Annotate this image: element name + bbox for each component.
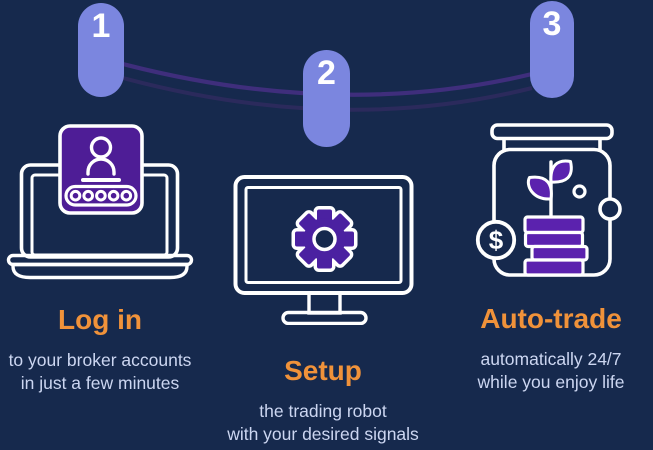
- step-3-description: automatically 24/7 while you enjoy life: [449, 348, 653, 393]
- monitor-frame-inner: [244, 186, 403, 284]
- step-3-number-badge: 3: [530, 1, 574, 98]
- savings-jar-icon: $: [475, 123, 622, 277]
- plant-leaf-left: [526, 175, 553, 201]
- monitor-stand-neck: [307, 291, 342, 315]
- gear-center-hole: [312, 226, 337, 252]
- dollar-sign: $: [489, 225, 504, 255]
- jar-neck: [502, 138, 602, 150]
- monitor-gear-icon: [233, 175, 414, 325]
- password-field: [64, 184, 138, 207]
- step-1-title: Log in: [58, 304, 142, 335]
- step-1-number-badge: 1: [78, 3, 124, 97]
- step-number: 2: [317, 54, 336, 92]
- monitor-stand-base: [281, 310, 368, 325]
- step-3-title: Auto-trade: [480, 303, 622, 334]
- user-head-icon: [89, 136, 113, 159]
- step-2-description: the trading robot with your desired sign…: [213, 400, 433, 445]
- step-description-line: with your desired signals: [227, 423, 419, 444]
- password-dots: [69, 189, 133, 202]
- laptop-login-icon: [6, 124, 194, 280]
- gear-icon: [291, 206, 358, 272]
- step-description-line: to your broker accounts: [8, 350, 192, 370]
- bubble-dot: [572, 184, 587, 199]
- step-1-description: to your broker accounts in just a few mi…: [0, 349, 200, 394]
- step-2-number-badge: 2: [303, 50, 350, 147]
- step-description-line: the trading robot: [259, 401, 387, 421]
- laptop-base-tray: [11, 262, 189, 280]
- step-description-line: while you enjoy life: [477, 371, 625, 392]
- user-shoulders-icon: [86, 157, 116, 176]
- step-description-line: automatically 24/7: [480, 349, 622, 369]
- dollar-badge-circle: [475, 219, 517, 261]
- step-description-line: in just a few minutes: [20, 372, 180, 393]
- jar-side-knob: [598, 197, 622, 221]
- login-card: [58, 124, 144, 215]
- plant-leaf-right: [549, 159, 573, 184]
- jar-lid: [490, 123, 614, 141]
- coin-stack: [523, 215, 589, 277]
- step-number: 1: [91, 7, 111, 45]
- step-2-title: Setup: [284, 355, 362, 386]
- step-number: 3: [542, 5, 562, 43]
